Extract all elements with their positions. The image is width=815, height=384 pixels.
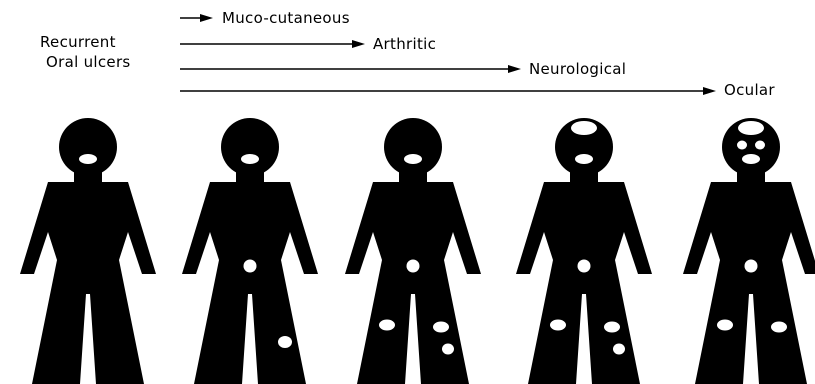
figure-ocular-lesion-genital xyxy=(745,260,758,273)
arrow-head-neurological xyxy=(508,65,521,73)
figure-arthritic-lesion-right-knee xyxy=(433,322,449,333)
figure-mucocutaneous-lesion-leg-skin xyxy=(278,336,292,348)
figure-mucocutaneous-body xyxy=(182,171,318,384)
figure-mucocutaneous-oral-ulcer xyxy=(241,154,259,164)
figure-neurological-lesion-right-knee xyxy=(604,322,620,333)
figure-arthritic-head xyxy=(384,118,442,176)
figure-ocular-lesion-left-eye xyxy=(737,141,747,150)
figure-oral-body xyxy=(20,171,156,384)
figure-mucocutaneous-lesion-genital xyxy=(244,260,257,273)
figure-ocular-lesion-brain xyxy=(738,121,764,135)
arrow-head-ocular xyxy=(703,87,716,95)
arrow-head-mucocutaneous xyxy=(200,14,213,22)
figure-neurological-body xyxy=(516,171,652,384)
figure-oral-head xyxy=(59,118,117,176)
figure-arthritic-body xyxy=(345,171,481,384)
figure-neurological-lesion-left-knee xyxy=(550,320,566,331)
figure-neurological-lesion-brain xyxy=(571,121,597,135)
figure-neurological-lesion-genital xyxy=(578,260,591,273)
figure-ocular-body xyxy=(683,171,815,384)
arrow-head-arthritic xyxy=(352,40,365,48)
figure-oral-oral-ulcer xyxy=(79,154,97,164)
figure-arthritic-lesion-left-knee xyxy=(379,320,395,331)
figure-ocular-lesion-right-knee xyxy=(771,322,787,333)
figure-arthritic-lesion-genital xyxy=(407,260,420,273)
figure-mucocutaneous-head xyxy=(221,118,279,176)
figure-ocular-lesion-right-eye xyxy=(755,141,765,150)
figure-ocular-lesion-left-knee xyxy=(717,320,733,331)
figure-arthritic-oral-ulcer xyxy=(404,154,422,164)
figure-ocular-oral-ulcer xyxy=(742,154,760,164)
figure-neurological-lesion-right-ankle xyxy=(613,344,625,355)
figure-arthritic-lesion-right-ankle xyxy=(442,344,454,355)
figure-neurological-oral-ulcer xyxy=(575,154,593,164)
